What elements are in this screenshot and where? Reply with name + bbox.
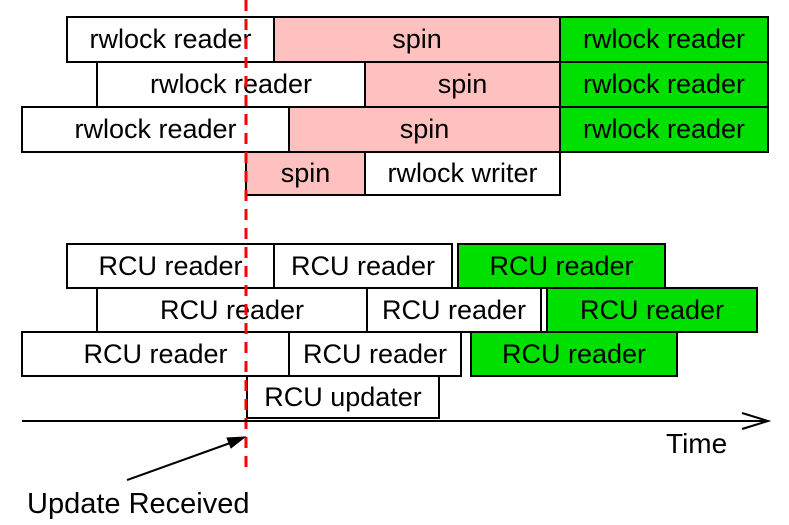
rcu-reader-box: RCU reader [457,243,666,289]
rcu-reader-box: RCU reader [366,287,542,333]
rwlock-reader-box: rwlock reader [96,61,366,108]
time-axis-arrowhead-icon [741,412,772,430]
rcu-reader-box: RCU reader [96,287,368,333]
rcu-reader-box: RCU reader [21,331,290,377]
rcu-reader-box: RCU reader [470,331,678,377]
rwlock-writer-box: rwlock writer [364,151,561,196]
rwlock-reader-box: rwlock reader [559,106,769,153]
update-received-arrowhead-icon [226,436,247,449]
spin-box: spin [273,16,561,63]
rcu-reader-box: RCU reader [546,287,758,333]
rcu-reader-box: RCU reader [66,243,275,289]
spin-box: spin [288,106,561,153]
time-axis-label: Time [666,428,728,459]
update-received-label: Update Received [27,488,250,520]
spin-box: spin [364,61,561,108]
rwlock-reader-box: rwlock reader [66,16,275,63]
rwlock-reader-box: rwlock reader [559,61,769,108]
rcu-updater-box: RCU updater [246,375,440,419]
rwlock-reader-box: rwlock reader [21,106,290,153]
rcu-reader-box: RCU reader [288,331,462,377]
rcu-reader-box: RCU reader [273,243,453,289]
spin-box: spin [245,151,366,196]
update-received-arrow [126,441,234,481]
rwlock-reader-box: rwlock reader [559,16,769,63]
